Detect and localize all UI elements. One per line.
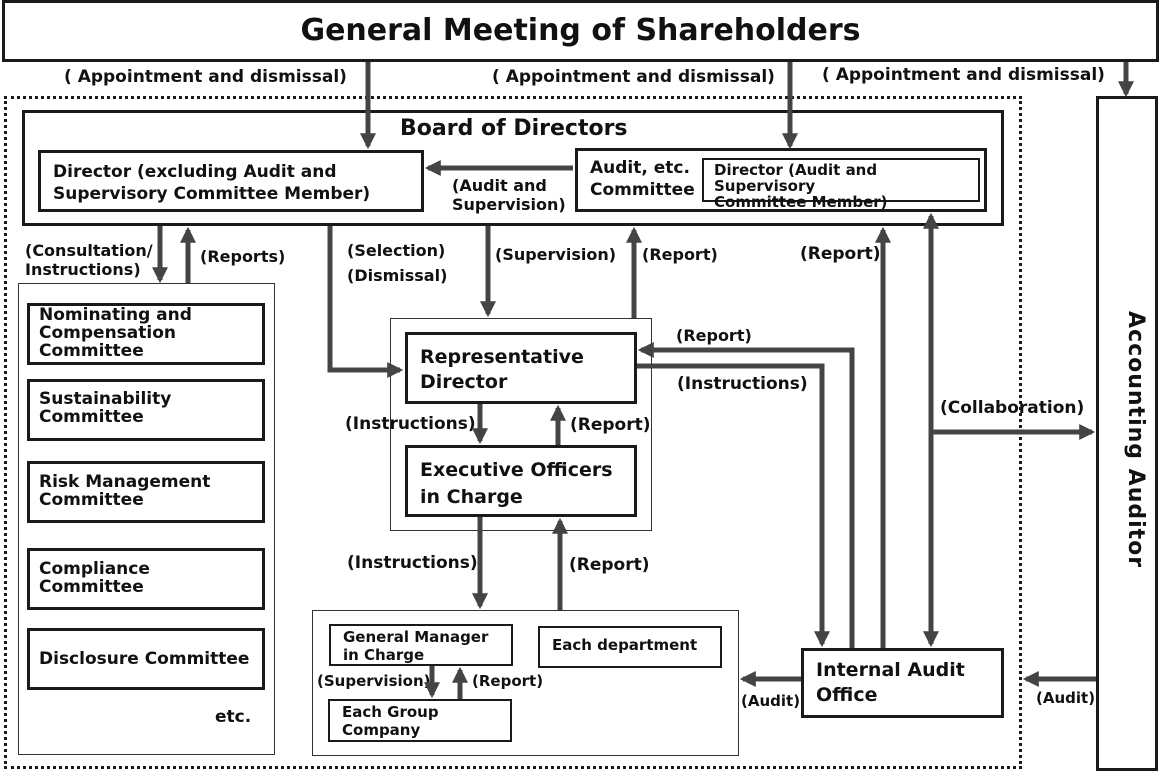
each-group-company-label: Each Group Company [342,703,439,739]
executive-officers-box: Executive Officers in Charge [405,445,637,517]
collaboration-label: (Collaboration) [940,398,1085,418]
report-rd-board-label: (Report) [642,245,718,264]
director-audit-box: Director (Audit and Supervisory Committe… [702,158,980,209]
etc-label: etc. [215,707,252,727]
instructions-rd-eo-label: (Instructions) [345,414,476,434]
committee-risk: Risk Management Committee [27,461,265,523]
appoint-label-3: ( Appointment and dismissal) [822,65,1105,85]
each-department-box: Each department [538,626,722,668]
reports-label: (Reports) [200,247,286,266]
director-audit-label: Director (Audit and Supervisory Committe… [714,161,888,211]
appoint-label-2: ( Appointment and dismissal) [492,67,775,87]
audit-aa-label: (Audit) [1036,689,1096,707]
committee-disclosure: Disclosure Committee [27,628,265,690]
instructions-eo-dept-label: (Instructions) [347,553,478,573]
each-department-label: Each department [552,636,698,654]
committee-compliance-label: Compliance Committee [39,559,150,597]
committee-sustainability: Sustainability Committee [27,379,265,441]
supervision-label: (Supervision) [495,245,617,264]
board-title: Board of Directors [400,116,628,141]
accounting-auditor-label: Accounting Auditor [1123,311,1148,569]
report-iao-board-label: (Report) [800,244,881,264]
committee-nominating-label: Nominating and Compensation Committee [39,305,192,361]
audit-iao-label: (Audit) [741,692,801,710]
report-iao-rd-label: (Report) [676,326,752,345]
selection-label: (Selection) [347,241,446,260]
audit-committee-box: Audit, etc. Committee Director (Audit an… [575,148,987,212]
report-eo-rd-label: (Report) [570,415,651,435]
consultation-label: (Consultation/ Instructions) [25,241,153,280]
executive-officers-label: Executive Officers in Charge [420,459,613,508]
representative-director-box: Representative Director [405,332,637,404]
general-manager-box: General Manager in Charge [329,624,513,666]
internal-audit-office-label: Internal Audit Office [816,659,965,706]
committee-risk-label: Risk Management Committee [39,472,211,510]
instructions-rd-iao-label: (Instructions) [677,374,808,394]
report-gm-label: (Report) [472,672,544,690]
shareholders-label: General Meeting of Shareholders [300,13,861,48]
committee-nominating: Nominating and Compensation Committee [27,303,265,365]
director-excluding-audit-box: Director (excluding Audit and Supervisor… [38,150,424,212]
audit-committee-label: Audit, etc. Committee [590,158,695,201]
shareholders-box: General Meeting of Shareholders [2,0,1159,62]
audit-and-supervision-label: (Audit and Supervision) [452,176,566,215]
report-dept-eo-label: (Report) [569,555,650,575]
dismissal-label: (Dismissal) [347,266,448,285]
each-group-company-box: Each Group Company [328,699,512,742]
representative-director-label: Representative Director [420,346,584,393]
appoint-label-1: ( Appointment and dismissal) [64,67,347,87]
supervision-gm-label: (Supervision) [317,672,431,690]
general-manager-label: General Manager in Charge [343,628,489,664]
director-excluding-audit-label: Director (excluding Audit and Supervisor… [53,162,371,205]
committee-disclosure-label: Disclosure Committee [39,649,250,669]
committee-sustainability-label: Sustainability Committee [39,389,172,427]
committee-compliance: Compliance Committee [27,548,265,610]
accounting-auditor-box [1096,96,1158,771]
internal-audit-office-box: Internal Audit Office [801,648,1004,718]
